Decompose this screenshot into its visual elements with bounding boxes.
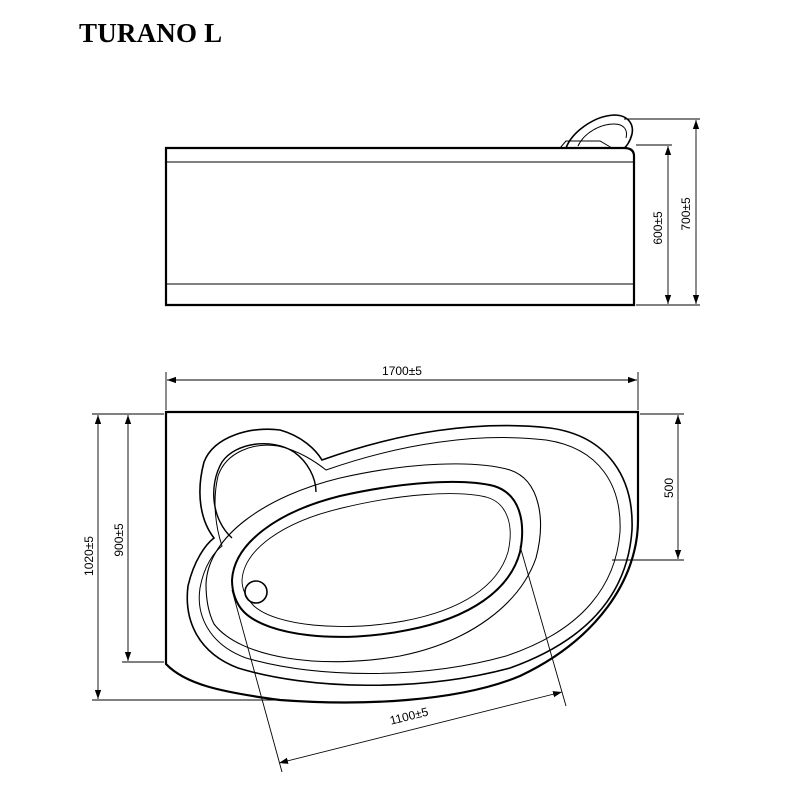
top-view-rim-outer	[186, 424, 633, 687]
inner-length-label: 1100±5	[388, 705, 430, 728]
top-view-basin-floor	[230, 480, 524, 638]
top-view-rim-inner	[198, 437, 621, 674]
side-view-dimensions	[624, 118, 700, 306]
side-view-headrest	[565, 114, 634, 149]
drawing-title: TURANO L	[79, 18, 223, 48]
depth-total-label: 1020±5	[82, 536, 96, 576]
drain-circle	[244, 580, 268, 604]
top-view-basin-floor-inner	[241, 493, 511, 627]
side-view-headrest-inner	[577, 123, 627, 147]
inner-length-left-extension	[231, 589, 283, 773]
top-view-dimensions	[92, 372, 684, 773]
height-total-label: 700±5	[679, 197, 693, 231]
height-panel-label: 600±5	[651, 211, 665, 245]
depth-right-label: 500	[662, 478, 676, 498]
length-label: 1700±5	[382, 364, 422, 378]
top-view-basin-outer	[205, 463, 541, 663]
top-view-headrest	[213, 443, 317, 539]
top-view-outer-contour	[164, 410, 640, 704]
side-view-body	[164, 146, 636, 307]
side-view	[164, 114, 636, 307]
side-view-headrest-base	[559, 140, 613, 149]
inner-length-right-extension	[519, 545, 567, 707]
depth-side-label: 900±5	[112, 523, 126, 557]
top-view	[164, 410, 640, 704]
inner-length-dimension-line	[278, 691, 563, 764]
